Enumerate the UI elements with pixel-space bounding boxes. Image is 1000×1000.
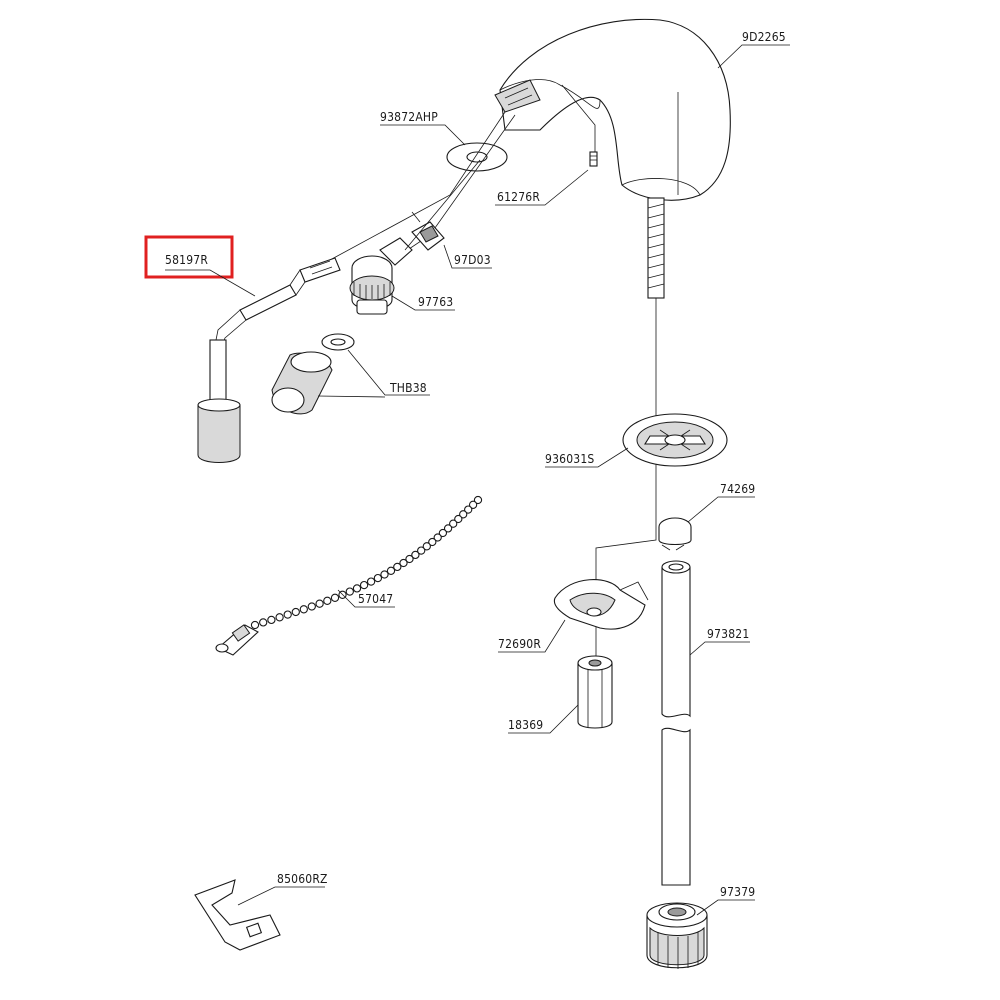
label-9D2265: 9D2265 bbox=[742, 30, 786, 44]
chain-bead bbox=[373, 573, 383, 583]
cable-part bbox=[197, 257, 341, 463]
label-97763: 97763 bbox=[418, 295, 453, 309]
chain-bead bbox=[283, 610, 292, 619]
chain-bead bbox=[359, 580, 369, 590]
screw-part bbox=[589, 151, 598, 167]
leader-57047 bbox=[337, 589, 395, 608]
leader-97D03 bbox=[443, 244, 492, 269]
chain-bead bbox=[315, 599, 324, 608]
chain-bead bbox=[422, 542, 431, 551]
leader-61276R bbox=[495, 169, 589, 206]
chain-bead bbox=[366, 577, 376, 586]
nut-part bbox=[577, 655, 613, 729]
leader-973821 bbox=[689, 641, 750, 656]
leader-18369 bbox=[508, 704, 579, 734]
mount-bracket-part bbox=[553, 579, 649, 630]
chain-bead bbox=[473, 495, 483, 505]
chain-bead bbox=[433, 533, 442, 542]
leader-72690R bbox=[498, 619, 566, 653]
chain-bead bbox=[250, 620, 260, 630]
leader-85060RZ bbox=[237, 886, 325, 906]
highlight-58197R bbox=[144, 235, 234, 279]
chain-bead bbox=[386, 566, 396, 575]
chain-bead bbox=[307, 602, 316, 611]
label-57047: 57047 bbox=[358, 592, 393, 606]
chain-bead bbox=[291, 607, 300, 617]
spout-part bbox=[494, 18, 731, 660]
label-973821: 973821 bbox=[707, 627, 749, 641]
label-58197R: 58197R bbox=[165, 253, 208, 267]
label-97D03: 97D03 bbox=[454, 253, 491, 267]
label-85060RZ: 85060RZ bbox=[277, 872, 328, 886]
chain-bead bbox=[454, 514, 463, 524]
chain-bead bbox=[380, 570, 389, 579]
leader-936031S bbox=[545, 447, 629, 468]
chain-bead bbox=[464, 505, 473, 514]
sensor-gasket-part bbox=[446, 142, 508, 172]
chain-bead bbox=[330, 593, 340, 602]
chain-bead bbox=[345, 587, 354, 596]
chain-bead bbox=[399, 558, 408, 568]
clip-part bbox=[658, 517, 692, 551]
base-gasket-part bbox=[622, 413, 728, 467]
chain-bead bbox=[428, 537, 437, 547]
chain-bead bbox=[352, 584, 362, 593]
chain-bead bbox=[411, 550, 420, 560]
supply-hose-part bbox=[661, 560, 691, 886]
chain-tag-part bbox=[215, 624, 259, 656]
chain-bead bbox=[405, 554, 414, 564]
chain-bead bbox=[443, 524, 453, 533]
chain-bead bbox=[259, 618, 268, 627]
key-part bbox=[194, 879, 281, 951]
chain-bead bbox=[267, 615, 276, 625]
leader-THB38 bbox=[317, 349, 430, 398]
leader-74269 bbox=[687, 496, 755, 523]
label-72690R: 72690R bbox=[498, 637, 541, 651]
label-74269: 74269 bbox=[720, 482, 755, 496]
label-936031S: 936031S bbox=[545, 452, 594, 466]
chain-bead bbox=[417, 546, 426, 555]
valve-axis-line bbox=[404, 159, 481, 251]
label-61276R: 61276R bbox=[497, 190, 540, 204]
valve-part bbox=[349, 237, 413, 315]
chain-bead bbox=[299, 605, 308, 614]
coupling-part bbox=[646, 902, 708, 969]
chain-bead bbox=[393, 562, 402, 572]
label-THB38: THB38 bbox=[389, 381, 427, 395]
label-18369: 18369 bbox=[508, 718, 543, 732]
label-93872AHP: 93872AHP bbox=[380, 110, 438, 124]
chain-bead bbox=[449, 519, 458, 528]
chain-bead bbox=[468, 500, 478, 509]
label-97379: 97379 bbox=[720, 885, 755, 899]
leader-9D2265 bbox=[717, 44, 790, 69]
chain-bead bbox=[323, 596, 332, 605]
leader-97379 bbox=[696, 899, 755, 916]
filter-housing-part bbox=[271, 333, 355, 415]
leader-93872AHP bbox=[380, 124, 466, 146]
chain-bead bbox=[459, 510, 468, 519]
chain-bead bbox=[275, 613, 284, 622]
leader-58197R bbox=[165, 269, 256, 297]
leader-97763 bbox=[391, 295, 455, 311]
chain-bead bbox=[438, 528, 448, 538]
connector-part bbox=[411, 211, 445, 251]
chain-part bbox=[250, 495, 483, 630]
